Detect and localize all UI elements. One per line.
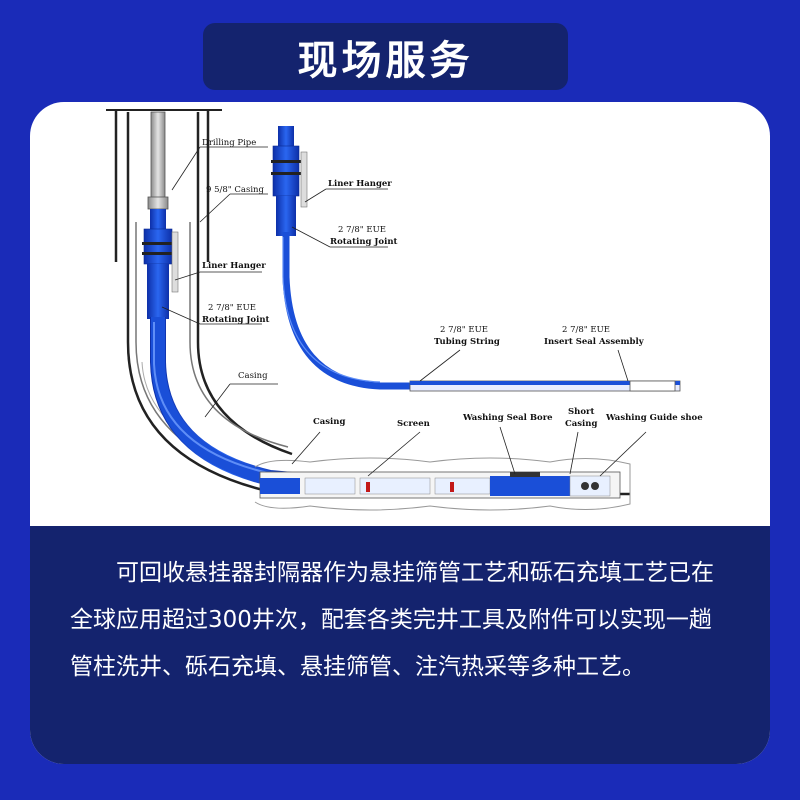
label-casing-left: Casing bbox=[238, 371, 268, 381]
label-washing-seal-bore: Washing Seal Bore bbox=[462, 413, 553, 423]
label-rotating-joint-top: Rotating Joint bbox=[330, 237, 398, 247]
label-eue-left: 2 7/8" EUE bbox=[208, 303, 256, 313]
horizontal-section bbox=[254, 426, 647, 511]
top-right-tool bbox=[271, 126, 681, 392]
label-casing-bottom: Casing bbox=[313, 417, 345, 427]
label-rotating-joint-left: Rotating Joint bbox=[202, 315, 270, 325]
description-text: 可回收悬挂器封隔器作为悬挂筛管工艺和砾石充填工艺已在全球应用超过300井次，配套… bbox=[70, 560, 714, 680]
label-screen: Screen bbox=[397, 419, 430, 429]
label-eue-top: 2 7/8" EUE bbox=[338, 225, 386, 235]
label-liner-hanger-top: Liner Hanger bbox=[328, 179, 392, 189]
label-tubing-eue: 2 7/8" EUE bbox=[440, 325, 488, 335]
description-panel bbox=[30, 526, 770, 764]
label-washing-guide-shoe: Washing Guide shoe bbox=[605, 413, 703, 423]
page-title: 现场服务 bbox=[297, 37, 474, 84]
label-short: Short bbox=[568, 407, 594, 417]
content-card: Drilling Pipe 9 5/8" Casing Liner Hanger… bbox=[30, 102, 770, 764]
title-banner: 现场服务 bbox=[203, 23, 568, 90]
completion-diagram: Drilling Pipe 9 5/8" Casing Liner Hanger… bbox=[106, 109, 703, 511]
left-well bbox=[106, 109, 630, 496]
label-liner-hanger-left: Liner Hanger bbox=[202, 261, 266, 271]
label-casing-958: 9 5/8" Casing bbox=[206, 185, 265, 195]
label-tubing-string: Tubing String bbox=[434, 337, 500, 347]
label-drilling-pipe: Drilling Pipe bbox=[202, 138, 256, 148]
label-insert-eue: 2 7/8" EUE bbox=[562, 325, 610, 335]
label-insert-seal: Insert Seal Assembly bbox=[544, 337, 645, 347]
label-short-casing: Casing bbox=[565, 419, 597, 429]
